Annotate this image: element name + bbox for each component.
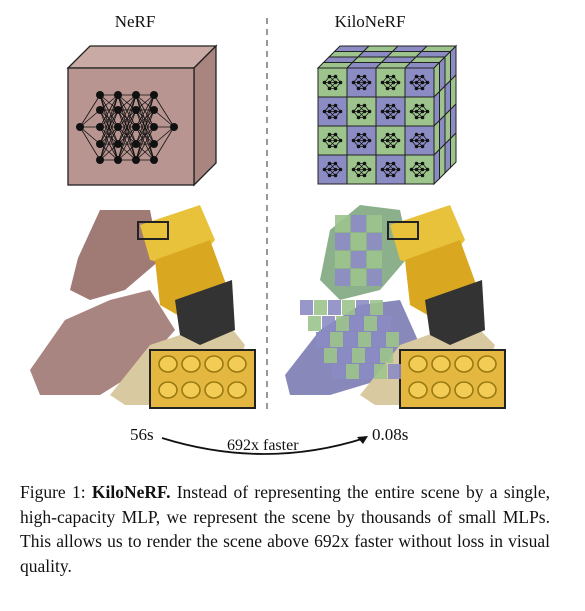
caption-title: KiloNeRF. — [91, 482, 171, 502]
zoom-inset-right — [408, 355, 497, 399]
speedup-label: 692x faster — [227, 437, 299, 454]
kilonerf-title: KiloNeRF — [334, 12, 406, 31]
figure: NeRF KiloNeRF — [30, 12, 506, 455]
arrow-head-icon — [357, 436, 368, 444]
mlp-network-icon — [76, 91, 178, 164]
kilonerf-time: 0.08s — [372, 425, 409, 444]
caption-label: Figure 1: — [20, 482, 86, 502]
nerf-render-image — [30, 205, 256, 409]
nerf-cube — [66, 44, 218, 187]
speedup-arrow — [161, 437, 366, 455]
checker-overlay — [300, 215, 401, 379]
zoom-inset-left — [158, 355, 247, 399]
kilonerf-render-image — [285, 205, 506, 409]
figure-caption: Figure 1: KiloNeRF. Instead of represent… — [20, 480, 550, 578]
nerf-time: 56s — [130, 425, 154, 444]
kilonerf-cube — [316, 44, 458, 186]
figure-graphics — [30, 18, 506, 455]
caption-text: Instead of representing the entire scene… — [20, 482, 551, 576]
nerf-title: NeRF — [114, 12, 156, 31]
